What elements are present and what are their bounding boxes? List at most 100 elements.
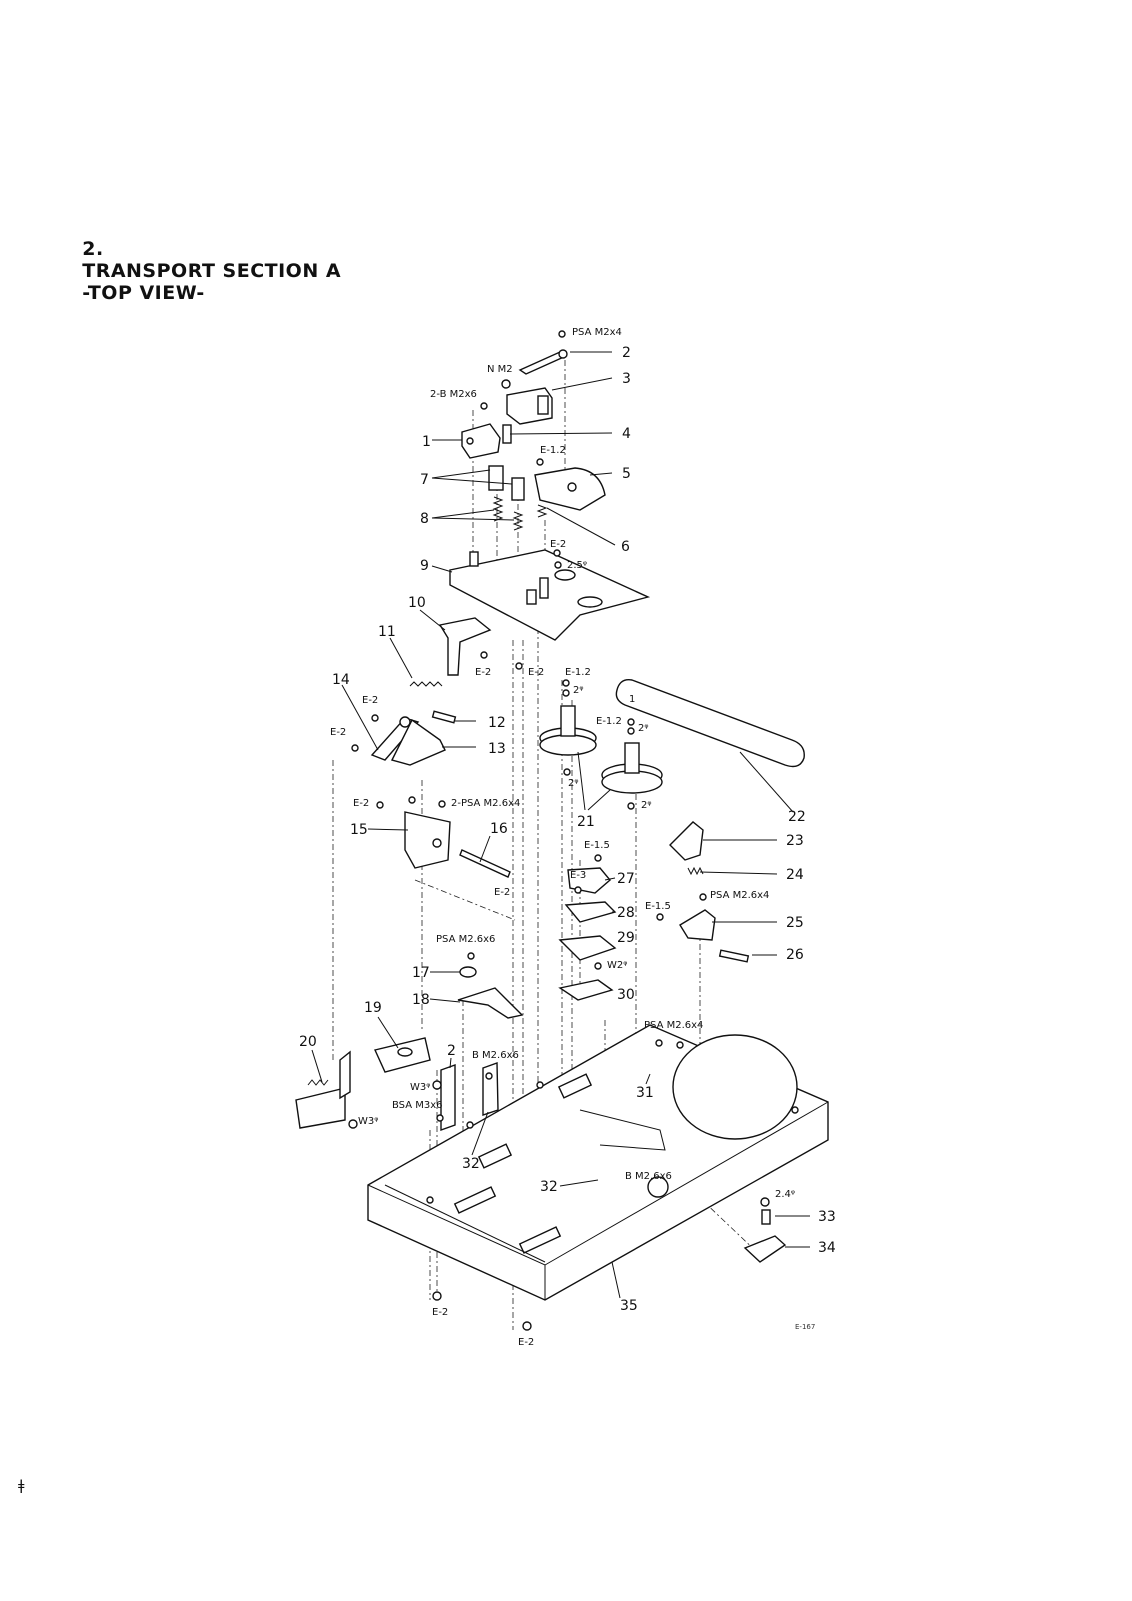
hw-2-psa-m26x4: 2-PSA M2.6x4 (451, 798, 520, 809)
part-3-bracket (506, 387, 553, 425)
part-15-bracket (404, 811, 451, 869)
part-35-chassis (367, 1024, 829, 1301)
part-label-27: 27 (617, 871, 635, 887)
part-label-17: 17 (412, 965, 430, 981)
part-label-13: 13 (488, 741, 506, 757)
part-8-springs (492, 496, 524, 531)
part-label-35: 35 (620, 1298, 638, 1314)
part-label-26: 26 (786, 947, 804, 963)
part-label-29: 29 (617, 930, 635, 946)
part-label-28: 28 (617, 905, 635, 921)
hw-2phi-c: 2ᵠ (568, 778, 579, 789)
footer-mark: ǂ (18, 1478, 25, 1494)
part-label-11: 11 (378, 624, 396, 640)
part-29-lever (558, 935, 617, 961)
part-label-1: 1 (422, 434, 431, 450)
part-label-24: 24 (786, 867, 804, 883)
leader-lines (311, 351, 810, 1299)
hw-e15-25: E-1.5 (645, 901, 671, 912)
part-label-3: 3 (622, 371, 631, 387)
hw-e2-lever-left: E-2 (330, 727, 346, 738)
hw-e12-pulley: E-1.2 (565, 667, 591, 678)
fastener-glyphs (348, 330, 770, 1331)
part-19-bracket (374, 1037, 431, 1073)
part-30-lever (558, 979, 614, 1001)
part-4-screw (502, 424, 512, 444)
part-6-spring (536, 504, 548, 518)
hw-e2-15: E-2 (353, 798, 369, 809)
part-label-10: 10 (408, 595, 426, 611)
hw-e2-lever-top: E-2 (362, 695, 378, 706)
part-label-4: 4 (622, 426, 631, 442)
view-title: -TOP VIEW- (82, 282, 205, 304)
hw-psa-m26x6: PSA M2.6x6 (436, 934, 495, 945)
part-11-spring (409, 681, 443, 687)
hw-b-m26x6-chassis: B M2.6x6 (625, 1171, 672, 1182)
part-28-plate (564, 901, 617, 923)
hw-w2phi: W2ᵠ (607, 960, 627, 971)
hw-e3: E-3 (570, 870, 586, 881)
hw-psa-m2x4: PSA M2x4 (572, 327, 622, 338)
part-24-spring (687, 866, 704, 876)
part-number-labels: 2 3 4 1 5 6 7 8 9 10 11 14 12 13 15 16 2… (299, 345, 836, 1314)
hw-2phi-a: 2ᵠ (573, 685, 584, 696)
part-label-32-right: 32 (540, 1179, 558, 1195)
hw-e2-bottom: E-2 (518, 1337, 534, 1348)
part-label-19: 19 (364, 1000, 382, 1016)
part-33-screw (761, 1209, 771, 1225)
part-26-pin (718, 949, 750, 963)
part-1-bracket (461, 423, 501, 459)
hw-psa-m26x4-25: PSA M2.6x4 (710, 890, 769, 901)
part-label-22: 22 (788, 809, 806, 825)
part-34-bracket (743, 1235, 787, 1263)
part-2-lower-bracket (440, 1064, 456, 1131)
part-18-lever (457, 987, 524, 1019)
part-22-belt (615, 679, 805, 768)
part-9-plate (449, 549, 651, 641)
page-heading: 2. TRANSPORT SECTION A -TOP VIEW- (68, 216, 377, 304)
part-label-7: 7 (420, 472, 429, 488)
part-label-18: 18 (412, 992, 430, 1008)
hw-psa-m26x4-31: PSA M2.6x4 (644, 1020, 703, 1031)
part-20-base-bracket (295, 1050, 351, 1129)
hw-e2-plate-right: E-2 (528, 667, 544, 678)
hw-e2-16: E-2 (494, 887, 510, 898)
hw-e2-top: E-2 (550, 539, 566, 550)
drawing-code: E-167 (795, 1323, 815, 1331)
part-label-33: 33 (818, 1209, 836, 1225)
hw-washer-25: 2.5ᵠ (567, 560, 587, 571)
part-label-31: 31 (636, 1085, 654, 1101)
part-16-shaft (459, 849, 511, 878)
hw-e12-top: E-1.2 (540, 445, 566, 456)
hw-2-b-m2x6: 2-B M2x6 (430, 389, 477, 400)
part-17-washer (459, 966, 477, 978)
part-label-15: 15 (350, 822, 368, 838)
hw-2phi-b: 2ᵠ (638, 723, 649, 734)
hw-e2-plate-left: E-2 (475, 667, 491, 678)
hardware-labels: PSA M2x4 N M2 2-B M2x6 E-1.2 E-2 2.5ᵠ E-… (330, 327, 815, 1348)
part-label-21: 21 (577, 814, 595, 830)
hw-24phi: 2.4ᵠ (775, 1189, 795, 1200)
hw-w3phi-b: W3ᵠ (358, 1116, 378, 1127)
hw-e12-pulley2: E-1.2 (596, 716, 622, 727)
hw-e2-bottom-left: E-2 (432, 1307, 448, 1318)
part-label-2-lower: 2 (447, 1043, 456, 1059)
section-number: 2. (82, 238, 104, 260)
part-13-lever (390, 718, 446, 766)
part-5-cam (534, 467, 606, 511)
hw-b-m26x6-32: B M2.6x6 (472, 1050, 519, 1061)
part-label-30: 30 (617, 987, 635, 1003)
hw-e15-27: E-1.5 (584, 840, 610, 851)
part-label-9: 9 (420, 558, 429, 574)
part-label-25: 25 (786, 915, 804, 931)
hw-bsa-m3x6: BSA M3x6 (392, 1100, 443, 1111)
hw-belt-1: 1 (629, 694, 635, 705)
part-2-arm (518, 349, 568, 375)
hw-nm2: N M2 (487, 364, 513, 375)
part-label-20: 20 (299, 1034, 317, 1050)
part-25-bracket (679, 909, 716, 941)
hw-2phi-d: 2ᵠ (641, 800, 652, 811)
part-label-12: 12 (488, 715, 506, 731)
part-21-pulleys (539, 705, 663, 794)
part-7-pins (488, 465, 525, 501)
